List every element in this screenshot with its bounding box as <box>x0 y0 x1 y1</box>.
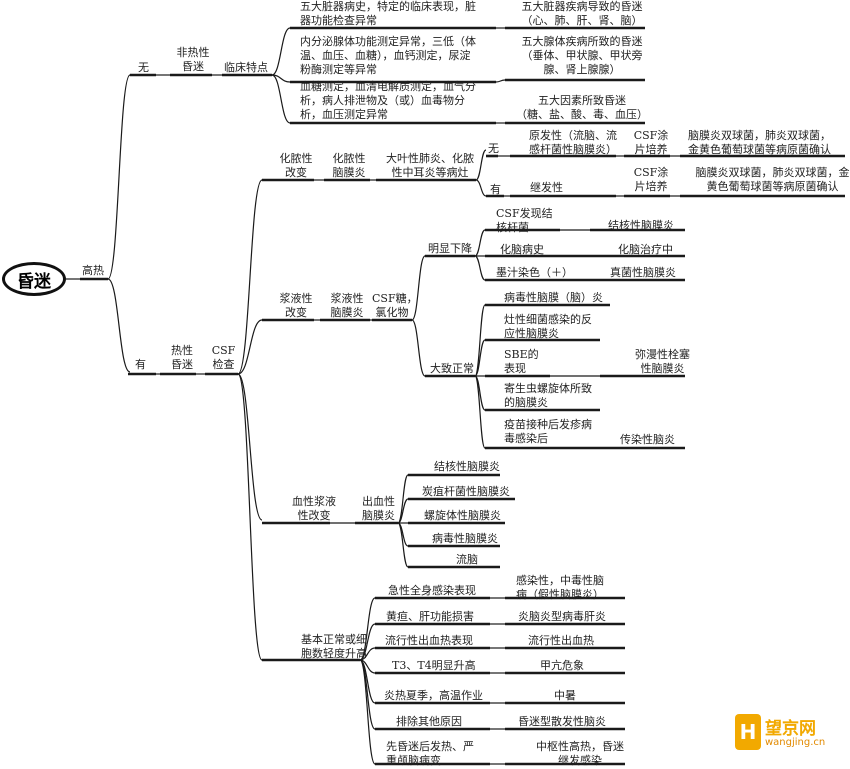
node-pcqt[interactable]: 排除其他原因 <box>396 715 462 728</box>
node-lxcx[interactable]: 流行性出血热表现 <box>385 634 473 647</box>
connector-curve <box>237 373 263 521</box>
node-r1[interactable]: 五大脏器疾病导致的昏迷（心、肺、肝、肾、脑） <box>521 0 643 27</box>
node-jhx2[interactable]: 结核性脑膜炎 <box>434 460 500 473</box>
node-dzzc[interactable]: 大致正常 <box>430 362 474 375</box>
connector-curve <box>474 375 486 449</box>
node-lxt[interactable]: 螺旋体性脑膜炎 <box>424 509 501 522</box>
connector-curve <box>475 149 487 181</box>
node-zjx[interactable]: 真菌性脑膜炎 <box>610 266 676 279</box>
node-xhm[interactable]: 先昏迷后发热、严重颅脑病变 <box>386 740 474 767</box>
node-jhx1[interactable]: 结核性脑膜炎 <box>608 219 674 232</box>
node-res2[interactable]: 脑膜炎双球菌，肺炎双球菌，金黄色葡萄球菌等病原菌确认 <box>695 166 850 193</box>
node-feire[interactable]: 非热性昏迷 <box>176 46 210 73</box>
connector-curve <box>237 179 263 375</box>
node-l1[interactable]: 五大脏器病史，特定的临床表现，脏器功能检查异常 <box>300 0 476 27</box>
node-jfx[interactable]: 继发性 <box>530 181 563 194</box>
node-l2[interactable]: 内分泌腺体功能测定异常，三低（体温、血压、血糖），血钙测定，尿淀粉酶测定等异常 <box>300 35 476 76</box>
node-jk[interactable]: 甲亢危象 <box>540 659 584 672</box>
node-tj[interactable]: 炭疽杆菌性脑膜炎 <box>422 485 510 498</box>
node-csfty1[interactable]: CSF涂片培养 <box>633 129 669 156</box>
node-yfx[interactable]: 原发性（流脑、流感杆菌性脑膜炎） <box>529 129 617 156</box>
node-jsc[interactable]: 寄生虫螺旋体所致的脑膜炎 <box>504 382 592 409</box>
connector-curve <box>475 179 487 197</box>
connector-curve <box>237 373 263 661</box>
node-you[interactable]: 有 <box>135 358 146 371</box>
node-lxcx2[interactable]: 流行性出血热 <box>528 634 594 647</box>
connector-curve <box>359 647 376 661</box>
node-jxqs[interactable]: 急性全身感染表现 <box>388 584 476 597</box>
connector-curve <box>411 319 426 377</box>
node-jy_nmy[interactable]: 浆液性脑膜炎 <box>330 292 364 319</box>
node-gaore[interactable]: 高热 <box>82 264 104 277</box>
node-grx[interactable]: 感染性，中毒性脑病（假性脑膜炎） <box>516 574 604 601</box>
node-res1[interactable]: 脑膜炎双球菌，肺炎双球菌，金黄色葡萄球菌等病原菌确认 <box>688 129 831 156</box>
node-dyx[interactable]: 大叶性肺炎、化脓性中耳炎等病灶 <box>386 152 474 179</box>
node-hy[interactable]: 有 <box>490 183 501 196</box>
node-t3t4[interactable]: T3、T4明显升高 <box>392 659 476 672</box>
node-bdx2[interactable]: 病毒性脑膜炎 <box>432 532 498 545</box>
node-mmx[interactable]: 弥漫性栓塞性脑膜炎 <box>635 348 690 375</box>
node-yrxj[interactable]: 炎热夏季，高温作业 <box>384 689 483 702</box>
node-jy_gb[interactable]: 浆液性改变 <box>279 292 313 319</box>
connector-curve <box>397 522 409 568</box>
node-zsx[interactable]: 中枢性高热，昏迷继发感染 <box>536 740 624 767</box>
node-zxx[interactable]: 灶性细菌感染的反应性脑膜炎 <box>504 313 592 340</box>
connector-curve <box>271 74 291 124</box>
connector-curve <box>474 339 486 377</box>
node-jbzc[interactable]: 基本正常或细胞数轻度升高 <box>301 633 367 660</box>
node-csft[interactable]: CSF糖，氯化物 <box>372 292 418 319</box>
node-hnzl[interactable]: 化脑治疗中 <box>618 243 673 256</box>
root-node[interactable]: 昏迷 <box>2 262 66 296</box>
node-r2[interactable]: 五大腺体疾病所致的昏迷（垂体、甲状腺、甲状旁腺、肾上腺腺） <box>521 35 643 76</box>
node-hns[interactable]: 化脑病史 <box>500 243 544 256</box>
node-bdx[interactable]: 病毒性脑膜（脑）炎 <box>504 291 603 304</box>
node-ynx[interactable]: 炎脑炎型病毒肝炎 <box>518 610 606 623</box>
connector-curve <box>107 74 131 280</box>
watermark: H 望京网 wangjing.cn <box>735 712 845 762</box>
node-l3[interactable]: 血糖测定，血清电解质测定，血气分析，病人排泄物及（或）血毒物分析，血压测定异常 <box>300 80 476 121</box>
node-csfty2[interactable]: CSF涂片培养 <box>633 166 669 193</box>
watermark-url: wangjing.cn <box>765 737 826 748</box>
node-r3[interactable]: 五大因素所致昏迷（糖、盐、酸、毒、血压） <box>516 94 648 121</box>
node-xx_gb[interactable]: 血性浆液性改变 <box>292 495 336 522</box>
node-mzrs[interactable]: 墨汁染色（＋） <box>496 266 573 279</box>
node-hmx[interactable]: 昏迷型散发性脑炎 <box>518 715 606 728</box>
node-hn_nmy[interactable]: 化脓性脑膜炎 <box>332 152 366 179</box>
connector-curve <box>237 319 263 375</box>
connector-curve <box>411 255 426 321</box>
connector-curve <box>495 79 506 83</box>
connector-curve <box>474 229 486 257</box>
connector-curve <box>397 498 409 524</box>
node-mxxj[interactable]: 明显下降 <box>428 242 472 255</box>
node-hd[interactable]: 黄疸、肝功能损害 <box>386 610 474 623</box>
connector-curve <box>474 255 486 281</box>
node-cxx[interactable]: 出血性脑膜炎 <box>362 495 395 522</box>
connector-curve <box>359 623 376 661</box>
node-ymjz[interactable]: 疫苗接种后发疹病毒感染后 <box>504 418 592 445</box>
node-sbe[interactable]: SBE的表现 <box>504 348 539 375</box>
watermark-logo: H <box>735 714 761 750</box>
node-crx[interactable]: 传染性脑炎 <box>620 433 675 446</box>
node-hw[interactable]: 无 <box>488 142 499 155</box>
connector-curve <box>107 278 131 373</box>
node-rexing[interactable]: 热性昏迷 <box>171 344 193 371</box>
node-hn_gb[interactable]: 化脓性改变 <box>279 152 313 179</box>
connector-curve <box>359 659 376 765</box>
connector-curve <box>271 27 291 76</box>
watermark-title: 望京网 <box>765 719 816 739</box>
node-csffx[interactable]: CSF发现结核杆菌 <box>496 207 553 234</box>
node-wu[interactable]: 无 <box>138 61 149 74</box>
node-ln[interactable]: 流脑 <box>456 553 478 566</box>
node-zs[interactable]: 中暑 <box>554 689 576 702</box>
node-linchuang[interactable]: 临床特点 <box>224 61 268 74</box>
